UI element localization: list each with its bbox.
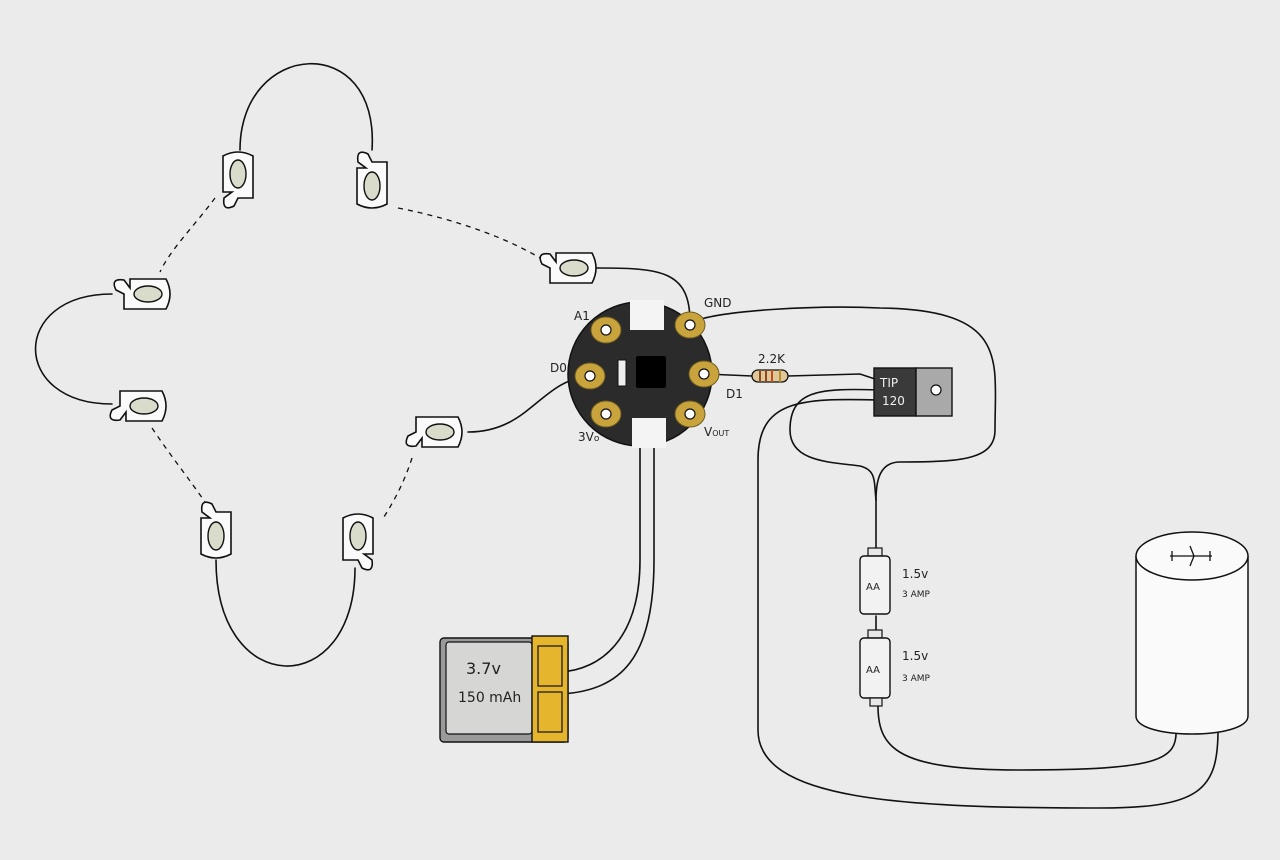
- pin-label-d1: D1: [726, 387, 743, 401]
- pin-label-gnd: GND: [704, 296, 732, 310]
- aa-voltage: 1.5v: [902, 567, 928, 581]
- pin-label-3v: 3Vo: [578, 430, 600, 444]
- glove-sensor: [200, 501, 232, 559]
- glove-sensor: [113, 278, 171, 310]
- glove-sensor: [222, 151, 254, 209]
- aa-current: 3 AMP: [902, 674, 931, 684]
- glove-sensor: [109, 390, 167, 422]
- glove-sensors: [109, 151, 597, 571]
- aa-voltage: 1.5v: [902, 649, 928, 663]
- aa-label: AA: [866, 665, 880, 676]
- reset-button: [617, 359, 627, 387]
- glove-sensor: [356, 151, 388, 209]
- resistor: 2.2K: [751, 352, 789, 383]
- wire-left-loop: [34, 293, 113, 405]
- mounting-hole: [930, 384, 942, 396]
- gemma-board: A1 GND D0 D1 3Vo VOUT: [550, 296, 743, 448]
- wires: [34, 62, 1219, 809]
- wire-lipo-neg: [561, 447, 655, 695]
- pin-label-a1: A1: [574, 309, 590, 323]
- wire-lipo-pos: [559, 447, 641, 673]
- motor-can: [1135, 531, 1249, 735]
- microcontroller-chip: [636, 356, 666, 388]
- motor-shaft-icon: [1170, 545, 1212, 567]
- wire-top-loop: [239, 62, 373, 151]
- glove-sensor: [539, 252, 597, 284]
- aa-current: 3 AMP: [902, 590, 931, 600]
- resistor-label: 2.2K: [758, 352, 786, 366]
- pin-label-d0: D0: [550, 361, 567, 375]
- aa-battery-2: AA 1.5v 3 AMP: [859, 629, 931, 707]
- tip120-transistor: TIP 120: [873, 367, 953, 417]
- lipo-capacity: 150 mAh: [458, 690, 521, 706]
- wire-glove-gnd: [595, 267, 691, 323]
- wire-resistor-tip: [787, 373, 879, 381]
- pin-label-vout: VOUT: [704, 425, 729, 439]
- aa-label: AA: [866, 582, 880, 593]
- lipo-voltage: 3.7v: [466, 659, 501, 678]
- transistor-label-1: TIP: [879, 376, 898, 390]
- wire-aa-can: [877, 705, 1177, 771]
- glove-sensor: [342, 513, 374, 571]
- wire-bottom-loop: [215, 559, 356, 667]
- dashed-links: [151, 197, 541, 521]
- wire-tip-emitter: [757, 398, 1219, 809]
- lipo-battery: 3.7v 150 mAh: [439, 635, 569, 743]
- wire-gnd-loop: [691, 306, 997, 501]
- aa-battery-1: AA 1.5v 3 AMP: [859, 547, 931, 615]
- transistor-label-2: 120: [882, 394, 905, 408]
- wire-tip-collector: [789, 388, 879, 501]
- glove-sensor: [405, 416, 463, 448]
